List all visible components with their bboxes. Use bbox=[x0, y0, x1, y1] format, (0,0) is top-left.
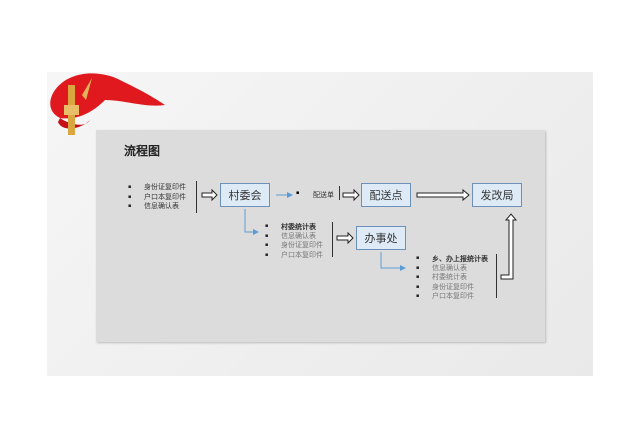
box-ndrc: 发改局 bbox=[472, 183, 522, 207]
list-village-input: 身份证复印件 户口本复印件 信息确认表 bbox=[128, 183, 186, 212]
list-office-output: 乡、办上报统计表 信息确认表 村委统计表 身份证复印件 户口本复印件 bbox=[416, 254, 488, 302]
list-item: 身份证复印件 bbox=[416, 283, 488, 293]
box-office: 办事处 bbox=[356, 226, 406, 250]
box-village: 村委会 bbox=[220, 183, 270, 207]
hollow-arrow-icon bbox=[336, 231, 354, 245]
hollow-arrow-icon bbox=[342, 188, 360, 202]
box-delivery: 配送点 bbox=[361, 183, 411, 207]
blue-arrow bbox=[380, 252, 406, 271]
list-item: 村委统计表 bbox=[416, 273, 488, 283]
list-item: 信息确认表 bbox=[128, 202, 186, 212]
divider bbox=[332, 222, 333, 257]
hollow-arrow-icon bbox=[416, 188, 470, 202]
list-item: 户口本复印件 bbox=[265, 251, 323, 261]
blue-arrow bbox=[244, 209, 259, 235]
list-item: 身份证复印件 bbox=[265, 241, 323, 251]
list-village-output: 村委统计表 信息确认表 身份证复印件 户口本复印件 bbox=[265, 222, 323, 260]
list-item: 户口本复印件 bbox=[416, 292, 488, 302]
list-item: 信息确认表 bbox=[265, 232, 323, 242]
list-item: 户口本复印件 bbox=[128, 193, 186, 203]
delivery-note-label: 配送单 bbox=[313, 191, 334, 199]
list-item: 乡、办上报统计表 bbox=[416, 254, 488, 264]
list-item: 信息确认表 bbox=[416, 264, 488, 274]
divider bbox=[196, 181, 197, 213]
hollow-arrow-icon bbox=[500, 213, 518, 280]
list-item: 村委统计表 bbox=[265, 222, 323, 232]
page-title: 流程图 bbox=[124, 144, 161, 158]
hollow-arrow-icon bbox=[201, 188, 218, 202]
divider bbox=[339, 186, 340, 200]
divider bbox=[496, 254, 497, 298]
list-item: 身份证复印件 bbox=[128, 183, 186, 193]
